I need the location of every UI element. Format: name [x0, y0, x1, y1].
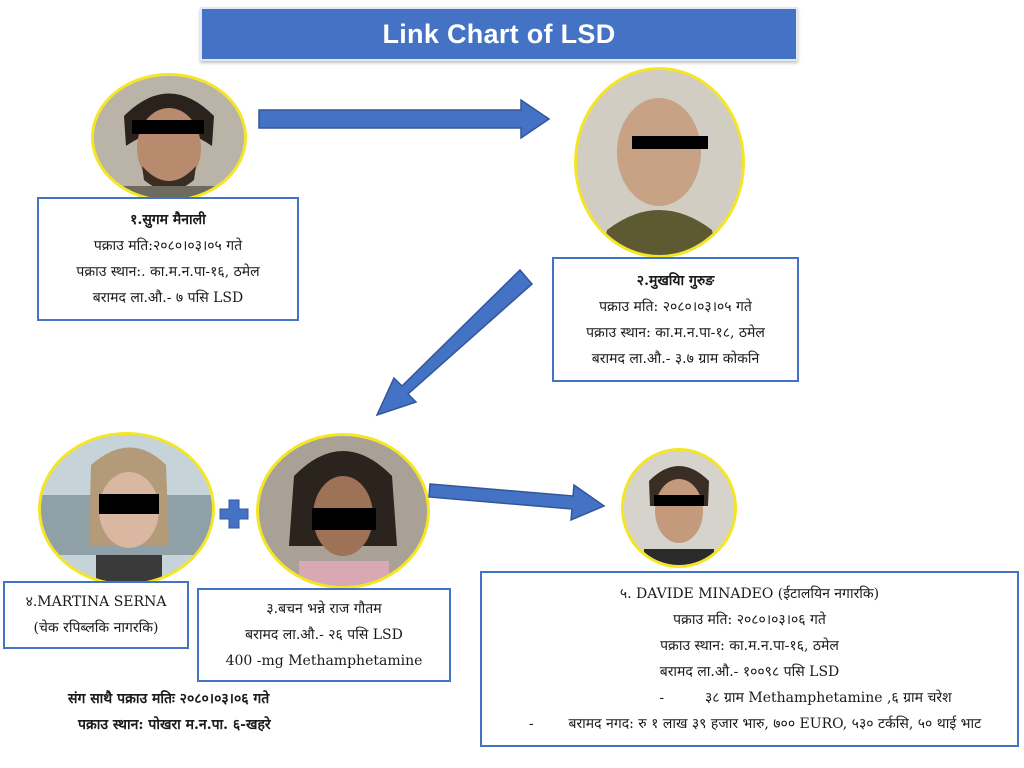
suspect-1-arrest-place: पक्राउ स्थान:. का.म.न.पा-१६, ठमेल: [76, 264, 260, 280]
suspect-5-meth-text: ३८ ग्राम Methamphetamine ,६ ग्राम चरेश: [705, 690, 952, 706]
chart-title: Link Chart of LSD: [382, 18, 616, 49]
suspect-4-nationality: (चेक रपिब्लकि नागरकि): [33, 620, 159, 636]
suspect-5-seized-lsd: बरामद ला.औ.- १००९८ पसि LSD: [659, 664, 840, 680]
suspect-3-seized-lsd: बरामद ला.औ.- २६ पसि LSD: [245, 627, 403, 643]
suspect-4-info-box: ४.MARTINA SERNA (चेक रपिब्लकि नागरकि): [3, 581, 189, 649]
joint-arrest-date: संग साथै पक्राउ मतिः २०८०।०३।०६ गते: [68, 691, 270, 707]
suspect-5-seized-meth: - ३८ ग्राम Methamphetamine ,६ ग्राम चरेश: [482, 685, 1017, 711]
suspect-5-seized-cash: - बरामद नगद: रु १ लाख ३९ हजार भारु, ७०० …: [482, 711, 1017, 737]
suspect-1-arrest-date: पक्राउ मति:२०८०।०३।०५ गते: [93, 238, 243, 254]
censor-bar: [132, 120, 204, 134]
suspect-5-arrest-date: पक्राउ मति: २०८०।०३।०६ गते: [673, 612, 826, 628]
suspect-5-info-box: ५. DAVIDE MINADEO (ईटालयिन नगारकि) पक्रा…: [480, 571, 1019, 747]
suspect-5-cash-text: बरामद नगद: रु १ लाख ३९ हजार भारु, ७०० EU…: [568, 716, 982, 732]
joint-arrest-place: पक्राउ स्थान: पोखरा म.न.पा. ६-खहरे: [78, 717, 271, 733]
suspect-4-photo: [38, 432, 215, 586]
suspect-3-info-box: ३.बचन भन्ने राज गौतम बरामद ला.औ.- २६ पसि…: [197, 588, 451, 682]
censor-bar: [312, 508, 376, 530]
title-banner: Link Chart of LSD: [200, 7, 798, 61]
suspect-2-info-box: २.मुखयिा गुरुङ पक्राउ मति: २०८०।०३।०५ गत…: [552, 257, 799, 382]
suspect-1-name: १.सुगम मैनाली: [130, 212, 206, 228]
suspect-5-photo: [621, 448, 737, 568]
suspect-5-name: ५. DAVIDE MINADEO (ईटालयिन नगारकि): [619, 586, 880, 602]
suspect-4-name: ४.MARTINA SERNA: [25, 594, 167, 610]
suspect-5-arrest-place: पक्राउ स्थान: का.म.न.पा-१६, ठमेल: [660, 638, 839, 654]
list-dash: -: [659, 690, 665, 706]
plus-icon: [219, 499, 249, 529]
arrow-right-icon: [428, 483, 606, 522]
arrow-right-icon: [258, 98, 551, 140]
suspect-1-info-box: १.सुगम मैनाली पक्राउ मति:२०८०।०३।०५ गते …: [37, 197, 299, 321]
censor-bar: [99, 494, 159, 514]
arrow-down-left-icon: [375, 268, 534, 417]
suspect-2-seized: बरामद ला.औ.- ३.७ ग्राम कोकनि: [591, 350, 760, 367]
list-dash: -: [528, 716, 534, 732]
suspect-3-seized-meth: 400 -mg Methamphetamine: [225, 653, 423, 669]
suspect-3-name: ३.बचन भन्ने राज गौतम: [266, 601, 382, 617]
suspect-1-seized: बरामद ला.औ.- ७ पसि LSD: [92, 290, 244, 306]
suspect-2-name: २.मुखयिा गुरुङ: [636, 272, 715, 289]
suspect-2-arrest-date: पक्राउ मति: २०८०।०३।०५ गते: [599, 298, 752, 315]
suspect-3-photo: [256, 433, 430, 589]
suspect-2-arrest-place: पक्राउ स्थान: का.म.न.पा-१८, ठमेल: [586, 324, 765, 341]
suspect-2-photo: [574, 67, 745, 258]
suspect-1-photo: [91, 73, 247, 202]
censor-bar: [632, 136, 708, 149]
censor-bar: [654, 495, 704, 506]
